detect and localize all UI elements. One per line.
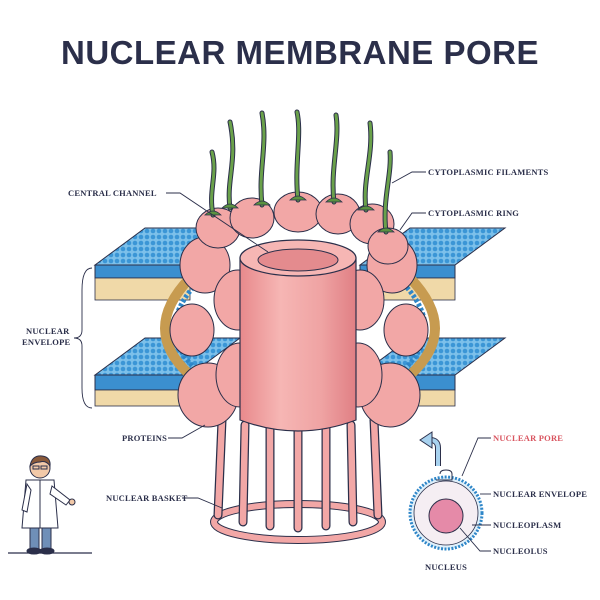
label-central-channel: CENTRAL CHANNEL: [68, 188, 157, 198]
label-nuclear-envelope-line1: NUCLEAR: [26, 326, 70, 336]
diagram-title: NUCLEAR MEMBRANE PORE: [60, 34, 539, 71]
nucleus-inset: [408, 469, 484, 551]
nuclear-basket: [210, 415, 386, 544]
label-nuclear-envelope-line2: ENVELOPE: [22, 337, 70, 347]
label-nucleolus: NUCLEOLUS: [493, 546, 548, 556]
cytoplasmic-filaments: [204, 109, 395, 235]
label-nuclear-envelope-small: NUCLEAR ENVELOPE: [493, 489, 587, 499]
leader-nucleolus: [459, 527, 491, 552]
label-nucleoplasm: NUCLEOPLASM: [493, 520, 561, 530]
leader-proteins: [168, 424, 206, 439]
zoom-arrow-icon: [419, 431, 441, 466]
leader-cytoplasmic-ring: [399, 212, 426, 231]
bracket-nuclear-envelope: [73, 267, 93, 409]
label-nuclear-basket: NUCLEAR BASKET: [106, 493, 188, 503]
leader-central-channel: [166, 192, 269, 253]
label-cytoplasmic-filaments: CYTOPLASMIC FILAMENTS: [428, 167, 549, 177]
scientist-figure: [8, 455, 92, 555]
label-cytoplasmic-ring: CYTOPLASMIC RING: [428, 208, 519, 218]
leader-nuclear-pore: [461, 437, 491, 477]
label-proteins: PROTEINS: [122, 433, 167, 443]
central-channel: [239, 239, 357, 432]
leader-nuclear-basket: [182, 497, 223, 509]
label-nucleus: NUCLEUS: [425, 562, 467, 572]
leader-cytoplasmic-filaments: [391, 171, 426, 184]
label-nuclear-pore: NUCLEAR PORE: [493, 433, 563, 443]
